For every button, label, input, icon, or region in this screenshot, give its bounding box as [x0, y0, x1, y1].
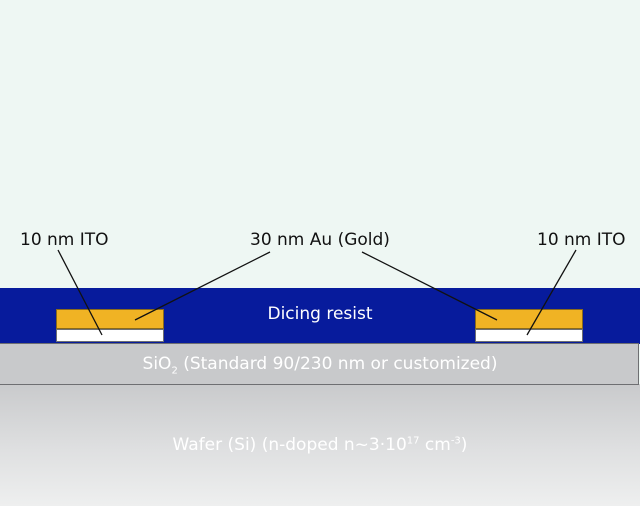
leader-line-gold-left	[134, 251, 271, 321]
wafer-label: Wafer (Si) (n-doped n~3·1017 cm-3)	[172, 435, 468, 455]
dicing-resist-label: Dicing resist	[267, 304, 373, 324]
label-ito-right: 10 nm ITO	[537, 230, 626, 250]
leader-line-ito-left	[57, 249, 103, 336]
sio2-layer	[0, 343, 639, 385]
gold-pad-right	[475, 309, 583, 329]
leader-line-ito-right	[526, 249, 577, 336]
sio2-label: SiO2 (Standard 90/230 nm or customized)	[142, 354, 498, 377]
wafer-layer	[0, 384, 640, 506]
gold-pad-left	[56, 309, 164, 329]
label-ito-left: 10 nm ITO	[20, 230, 109, 250]
ito-pad-left	[56, 329, 164, 342]
leader-line-gold-right	[361, 251, 498, 321]
label-gold: 30 nm Au (Gold)	[250, 230, 390, 250]
ito-pad-right	[475, 329, 583, 342]
